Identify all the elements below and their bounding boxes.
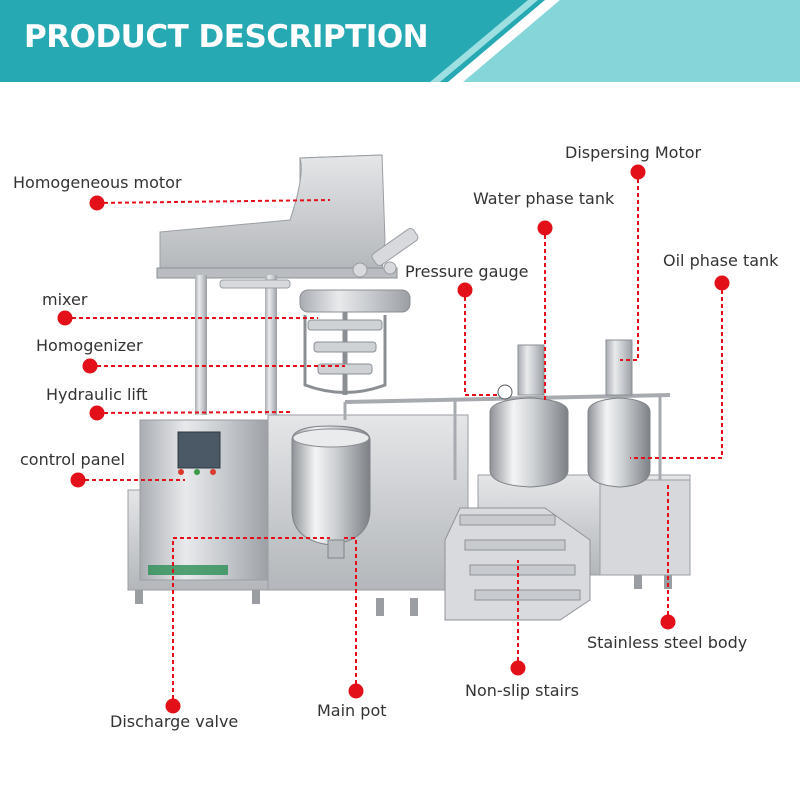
label-non-slip-stairs: Non-slip stairs — [465, 681, 579, 700]
label-oil-phase-tank: Oil phase tank — [663, 251, 779, 270]
label-homogenizer: Homogenizer — [36, 336, 143, 355]
label-dispersing-motor: Dispersing Motor — [565, 143, 702, 162]
label-control-panel: control panel — [20, 450, 125, 469]
banner-background — [0, 0, 800, 82]
label-mixer: mixer — [42, 290, 88, 309]
oil-phase-tank-vessel — [587, 339, 651, 488]
non-slip-stairs-structure — [444, 507, 591, 621]
page-title: PRODUCT DESCRIPTION — [24, 19, 429, 55]
label-hydraulic-lift: Hydraulic lift — [46, 385, 148, 404]
main-pot-vessel — [291, 425, 371, 559]
label-stainless-steel-body: Stainless steel body — [587, 633, 748, 652]
label-pressure-gauge: Pressure gauge — [405, 262, 529, 281]
label-discharge-valve: Discharge valve — [110, 712, 239, 731]
homogeneous-motor-head — [156, 154, 398, 279]
header-banner: PRODUCT DESCRIPTION — [0, 0, 800, 82]
water-phase-tank-vessel — [489, 344, 569, 488]
label-main-pot: Main pot — [317, 701, 387, 720]
control-screen — [177, 431, 221, 469]
lift-column-right — [265, 275, 277, 415]
lift-column-left — [195, 275, 207, 415]
top-pipes — [219, 227, 419, 289]
mixer-assembly — [299, 289, 411, 395]
label-water-phase-tank: Water phase tank — [473, 189, 615, 208]
label-homogeneous-motor: Homogeneous motor — [13, 173, 182, 192]
